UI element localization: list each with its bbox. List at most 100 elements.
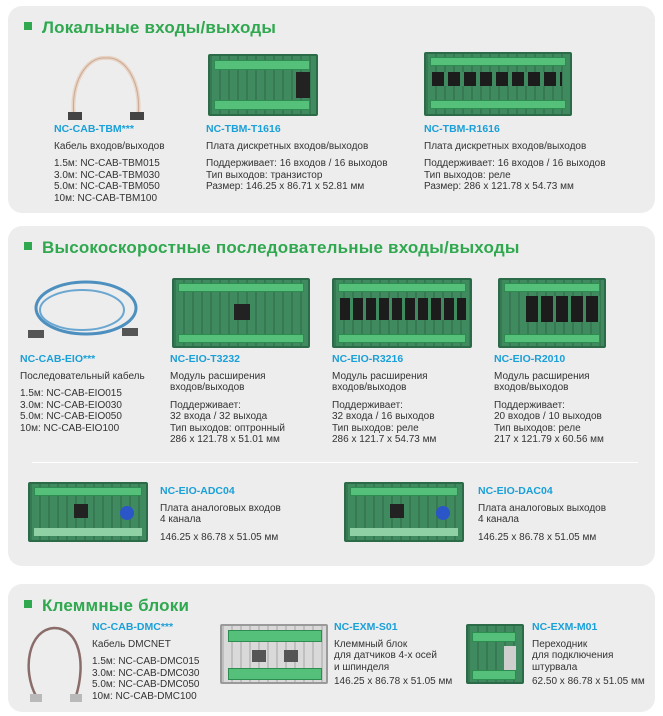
product-desc: Кабель входов/выходов xyxy=(54,140,165,152)
product-desc: входов/выходов xyxy=(170,382,245,393)
product-nc-eio-dac04: NC-EIO-DAC04 Плата аналоговых выходов 4 … xyxy=(478,485,607,543)
bullet-square-icon xyxy=(24,22,32,30)
product-desc: 4 канала xyxy=(160,514,201,525)
product-spec: 5.0м: NC-CAB-DMC050 xyxy=(92,679,200,690)
board-image xyxy=(220,624,328,684)
product-spec: Размер: 146.25 x 86.71 x 52.81 мм xyxy=(206,181,365,192)
section-terminal-blocks: Клеммные блоки NC-CAB-DMC*** Кабель DMCN… xyxy=(8,584,655,712)
bullet-square-icon xyxy=(24,242,32,250)
product-desc: входов/выходов xyxy=(332,382,407,393)
product-spec: Тип выходов: реле xyxy=(494,422,581,434)
product-spec: 32 входа / 32 выхода xyxy=(170,411,268,422)
product-spec: 20 входов / 10 выходов xyxy=(494,411,602,422)
product-nc-eio-t3232: NC-EIO-T3232 Модуль расширения входов/вы… xyxy=(170,353,285,446)
product-spec: 217 x 121.79 x 60.56 мм xyxy=(494,434,604,445)
cable-image xyxy=(68,55,144,120)
product-spec: 5.0м: NC-CAB-TBM050 xyxy=(54,181,160,192)
product-desc: Модуль расширения xyxy=(170,370,266,382)
product-desc: входов/выходов xyxy=(494,382,569,393)
product-spec: 10м: NC-CAB-EIO100 xyxy=(20,422,120,434)
product-desc: Плата аналоговых входов xyxy=(160,502,281,514)
product-spec: 62.50 x 86.78 x 51.05 мм xyxy=(532,676,645,687)
product-desc: Переходник xyxy=(532,638,588,650)
product-desc: Плата дискретных входов/выходов xyxy=(206,140,369,152)
product-spec: Поддерживает: xyxy=(332,399,403,411)
product-spec: Размер: 286 x 121.78 x 54.73 мм xyxy=(424,181,574,192)
product-desc: штурвала xyxy=(532,661,578,673)
product-name: NC-EIO-R3216 xyxy=(332,353,404,365)
board-image xyxy=(172,278,310,348)
product-spec: Тип выходов: реле xyxy=(332,422,419,434)
product-desc: Модуль расширения xyxy=(332,370,428,382)
product-spec: 286 x 121.78 x 51.01 мм xyxy=(170,434,280,445)
product-desc: Последовательный кабель xyxy=(20,370,145,382)
section-title: Клеммные блоки xyxy=(24,596,189,616)
board-image xyxy=(466,624,524,684)
product-nc-tbm-t1616: NC-TBM-T1616 Плата дискретных входов/вых… xyxy=(206,123,388,193)
product-name: NC-CAB-TBM*** xyxy=(54,123,134,135)
section-divider xyxy=(32,462,638,463)
product-spec: Тип выходов: оптронный xyxy=(170,422,285,434)
section-serial-io: Высокоскоростные последовательные входы/… xyxy=(8,226,655,566)
product-desc: Модуль расширения xyxy=(494,370,590,382)
product-nc-exm-s01: NC-EXM-S01 Клеммный блок для датчиков 4-… xyxy=(334,621,453,688)
board-image xyxy=(344,482,464,542)
product-spec: 10м: NC-CAB-TBM100 xyxy=(54,192,158,204)
product-spec: 5.0м: NC-CAB-EIO050 xyxy=(20,411,122,422)
product-desc: Кабель DMCNET xyxy=(92,638,171,650)
product-nc-eio-r2010: NC-EIO-R2010 Модуль расширения входов/вы… xyxy=(494,353,604,446)
cable-image xyxy=(27,626,82,702)
cable-image xyxy=(28,280,138,338)
product-spec: Тип выходов: транзистор xyxy=(206,169,323,181)
section-title: Локальные входы/выходы xyxy=(24,18,276,38)
board-image xyxy=(424,52,572,116)
product-nc-cab-dmc: NC-CAB-DMC*** Кабель DMCNET 1.5м: NC-CAB… xyxy=(92,621,200,702)
section-local-io: Локальные входы/выходы NC-CAB-TBM*** Каб… xyxy=(8,6,655,213)
product-nc-cab-eio: NC-CAB-EIO*** Последовательный кабель 1.… xyxy=(20,353,145,434)
product-nc-exm-m01: NC-EXM-M01 Переходник для подключения шт… xyxy=(532,621,645,688)
product-spec: 146.25 x 86.78 x 51.05 мм xyxy=(334,676,453,687)
bullet-square-icon xyxy=(24,600,32,608)
product-name: NC-CAB-DMC*** xyxy=(92,621,174,633)
product-name: NC-EXM-M01 xyxy=(532,621,598,633)
board-image xyxy=(28,482,148,542)
product-spec: 146.25 x 86.78 x 51.05 мм xyxy=(160,531,279,543)
section-title: Высокоскоростные последовательные входы/… xyxy=(24,238,520,258)
board-image xyxy=(208,54,318,116)
product-spec: 10м: NC-CAB-DMC100 xyxy=(92,690,197,702)
product-desc: для подключения xyxy=(532,650,614,661)
product-spec: 1.5м: NC-CAB-EIO015 xyxy=(20,388,122,399)
product-spec: 32 входа / 16 выходов xyxy=(332,411,435,422)
product-spec: Поддерживает: 16 входов / 16 выходов xyxy=(206,158,388,169)
product-name: NC-EIO-T3232 xyxy=(170,353,241,365)
product-spec: 286 x 121.7 x 54.73 мм xyxy=(332,434,437,445)
product-nc-tbm-r1616: NC-TBM-R1616 Плата дискретных входов/вых… xyxy=(424,123,606,193)
product-name: NC-TBM-R1616 xyxy=(424,123,500,135)
product-name: NC-EIO-R2010 xyxy=(494,353,566,365)
product-name: NC-EIO-ADC04 xyxy=(160,485,235,497)
product-desc: и шпинделя xyxy=(334,661,390,673)
product-spec: 3.0м: NC-CAB-EIO030 xyxy=(20,399,122,411)
product-spec: Тип выходов: реле xyxy=(424,169,511,181)
product-spec: Поддерживает: 16 входов / 16 выходов xyxy=(424,158,606,169)
board-image xyxy=(332,278,472,348)
product-desc: Клеммный блок xyxy=(334,638,408,650)
product-desc: Плата аналоговых выходов xyxy=(478,502,607,514)
product-nc-eio-adc04: NC-EIO-ADC04 Плата аналоговых входов 4 к… xyxy=(160,485,281,543)
product-name: NC-EIO-DAC04 xyxy=(478,485,553,497)
board-image xyxy=(498,278,606,348)
product-desc: Плата дискретных входов/выходов xyxy=(424,140,587,152)
product-nc-cab-tbm: NC-CAB-TBM*** Кабель входов/выходов 1.5м… xyxy=(54,123,165,204)
product-spec: 146.25 x 86.78 x 51.05 мм xyxy=(478,531,597,543)
product-spec: 3.0м: NC-CAB-TBM030 xyxy=(54,169,160,181)
product-name: NC-CAB-EIO*** xyxy=(20,353,96,365)
product-spec: Поддерживает: xyxy=(494,399,565,411)
product-spec: 1.5м: NC-CAB-TBM015 xyxy=(54,158,160,169)
product-desc: для датчиков 4-х осей xyxy=(334,650,437,661)
product-desc: 4 канала xyxy=(478,514,519,525)
product-spec: 1.5м: NC-CAB-DMC015 xyxy=(92,656,200,667)
product-nc-eio-r3216: NC-EIO-R3216 Модуль расширения входов/вы… xyxy=(332,353,437,446)
product-name: NC-EXM-S01 xyxy=(334,621,398,633)
product-spec: Поддерживает: xyxy=(170,399,241,411)
product-name: NC-TBM-T1616 xyxy=(206,123,281,135)
